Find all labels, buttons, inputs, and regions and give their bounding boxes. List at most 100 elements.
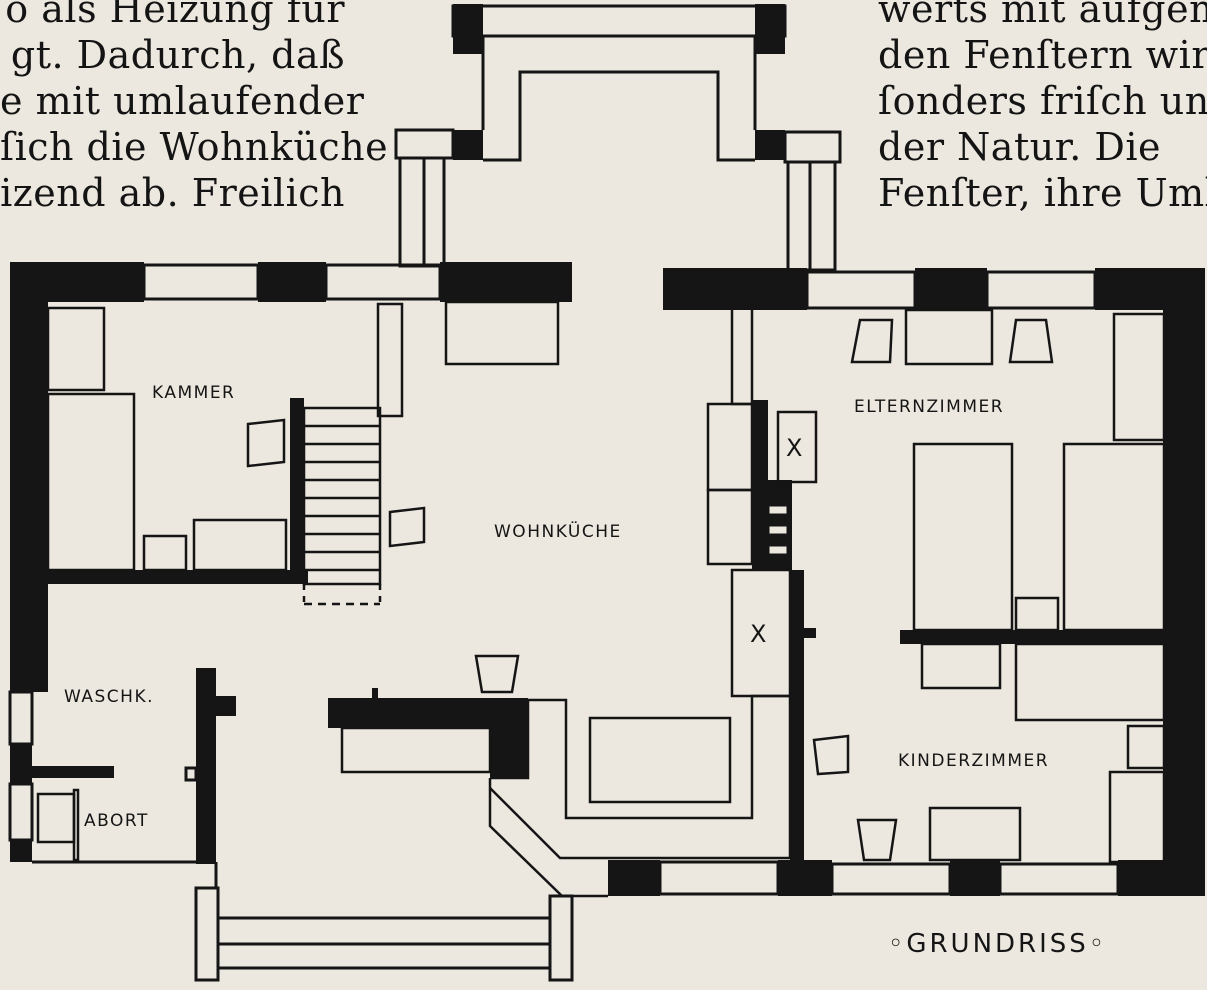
stove-mark-upper: X xyxy=(786,434,804,462)
text-line: ſich die Wohnküche xyxy=(0,125,389,169)
bed xyxy=(46,392,136,572)
wall-right-room xyxy=(790,570,804,870)
elternzimmer-room: X ELTERNZIMMER xyxy=(776,308,1166,632)
stove-upper xyxy=(776,410,818,484)
flue xyxy=(766,543,790,557)
corner-bench xyxy=(488,778,608,898)
chair xyxy=(388,506,426,548)
nightstand xyxy=(142,534,188,572)
stair-rail xyxy=(376,302,404,418)
cabinet xyxy=(920,642,1002,690)
step-cheek-left xyxy=(194,886,220,982)
sideboard xyxy=(706,402,754,492)
wall-top xyxy=(440,262,572,302)
wall-wasch xyxy=(196,696,236,716)
porch-column-right xyxy=(786,160,812,272)
window xyxy=(658,860,780,896)
text-line: izend ab. Freilich xyxy=(0,171,345,215)
room-label-abort: ABORT xyxy=(84,811,149,831)
body-text-right: werts mit aufgem den Fenſtern wirkt ſond… xyxy=(878,0,1207,216)
wall-top xyxy=(915,268,987,310)
wall-bottom xyxy=(778,860,832,896)
stair-treads xyxy=(304,424,380,572)
interior-walls xyxy=(32,398,1165,870)
text-line: o als Heizung für xyxy=(5,0,345,31)
chair xyxy=(474,654,520,694)
window xyxy=(830,862,952,896)
sideboard xyxy=(706,488,754,566)
nightstand xyxy=(1014,596,1060,632)
hearth-wall xyxy=(490,698,528,778)
step-cheek-right xyxy=(548,894,574,982)
partition xyxy=(72,788,80,862)
wall-left xyxy=(10,840,32,862)
porch-column-right xyxy=(808,160,837,272)
wall-stub xyxy=(804,628,816,638)
wall-eltern-kinder xyxy=(900,630,1165,644)
staircase xyxy=(302,406,382,586)
text-line: Fenſter, ihre Umb xyxy=(878,171,1207,215)
wall-stair xyxy=(290,398,304,584)
kinderzimmer-room: KINDERZIMMER xyxy=(812,642,1166,864)
text-line: e mit umlaufender xyxy=(0,79,365,123)
wall-stub xyxy=(372,688,378,700)
window xyxy=(142,263,260,301)
outer-walls xyxy=(8,262,1205,896)
kammer-room: KAMMER xyxy=(46,302,404,606)
chair xyxy=(246,418,286,468)
room-label-elternzimmer: ELTERNZIMMER xyxy=(854,397,1004,417)
chair xyxy=(812,734,850,776)
wall-left xyxy=(10,744,32,784)
nightstand xyxy=(1126,724,1166,770)
stove-mark-lower: X xyxy=(750,620,768,648)
room-label-kinderzimmer: KINDERZIMMER xyxy=(898,751,1049,771)
porch-post xyxy=(453,130,483,160)
room-label-waschk: WASCHK. xyxy=(64,687,154,707)
porch-post xyxy=(755,130,785,160)
toilet xyxy=(36,792,76,844)
wall-bottom xyxy=(950,860,1000,896)
table xyxy=(904,308,994,366)
text-line: den Fenſtern wirkt xyxy=(878,33,1207,77)
body-text-left: o als Heizung für gt. Dadurch, daß e mit… xyxy=(0,0,389,216)
cabinet xyxy=(444,300,560,366)
wall-top xyxy=(663,268,807,310)
flue xyxy=(766,503,790,517)
wall-segment xyxy=(453,4,483,54)
dresser xyxy=(192,518,288,572)
wardrobe xyxy=(1112,312,1166,442)
wall-stub xyxy=(184,766,198,782)
caption-grundriss: ◦GRUNDRISS◦ xyxy=(888,929,1107,959)
text-line: der Natur. Die xyxy=(878,125,1161,169)
porch-pier-right xyxy=(783,130,842,164)
window xyxy=(324,263,442,301)
window xyxy=(8,782,34,842)
porch-column-left xyxy=(422,156,446,268)
window xyxy=(998,862,1120,896)
wohnkueche-room: X WOHNKÜCHE xyxy=(340,300,792,898)
wardrobe xyxy=(46,306,106,392)
hearth xyxy=(340,726,492,774)
laube-porch xyxy=(394,4,842,272)
wall-bottom xyxy=(1118,860,1205,896)
wasch-abort-rooms: WASCHK. ABORT xyxy=(36,687,198,862)
porch-bench xyxy=(483,70,755,162)
table xyxy=(928,806,1022,862)
entrance-steps xyxy=(194,862,574,982)
pipe xyxy=(730,306,754,406)
wall-wasch xyxy=(196,668,216,864)
bed xyxy=(912,442,1014,632)
room-label-kammer: KAMMER xyxy=(152,383,235,403)
text-line: gt. Dadurch, daß xyxy=(10,33,345,77)
wall-kammer xyxy=(38,570,308,584)
flue xyxy=(766,523,790,537)
window xyxy=(985,270,1097,310)
wall-bottom xyxy=(608,860,660,896)
corner-bench xyxy=(489,694,792,860)
chair xyxy=(850,318,894,364)
text-line: werts mit aufgem xyxy=(878,0,1207,31)
chair xyxy=(856,818,898,862)
bed xyxy=(1108,770,1166,864)
porch-column-left xyxy=(398,156,426,268)
